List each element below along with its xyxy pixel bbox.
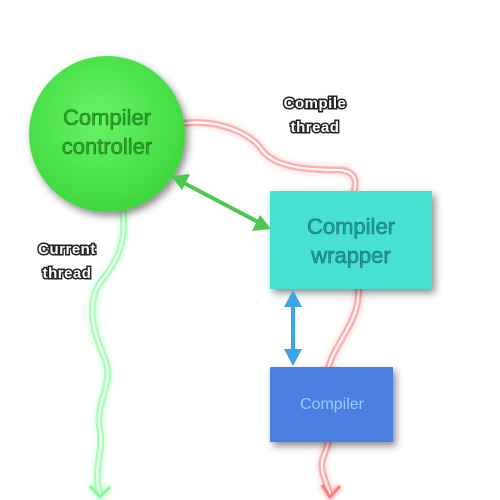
compiler-wrapper-label-line1: Compiler bbox=[307, 214, 395, 239]
compiler-wrapper-box bbox=[270, 191, 432, 289]
compiler-node: Compiler bbox=[270, 367, 393, 442]
controller-wrapper-arrowhead-start bbox=[171, 174, 190, 190]
current-thread-path-glow bbox=[88, 201, 128, 498]
compile-thread-label-line2: thread bbox=[291, 119, 340, 136]
compiler-wrapper-node: Compiler wrapper bbox=[270, 191, 432, 289]
compiler-wrapper-label-line2: wrapper bbox=[310, 243, 390, 268]
current-thread-label: Current thread bbox=[37, 240, 97, 284]
wrapper-compiler-arrowhead-end bbox=[284, 349, 302, 366]
controller-wrapper-double-arrow bbox=[171, 174, 271, 231]
current-thread-label-line2: thread bbox=[43, 265, 92, 282]
compiler-controller-label-line2: controller bbox=[62, 134, 152, 159]
compiler-box bbox=[270, 367, 393, 442]
controller-wrapper-arrow-shaft bbox=[183, 181, 259, 224]
current-thread-label-line1: Current bbox=[38, 241, 96, 258]
compile-thread-arrowhead bbox=[320, 484, 342, 500]
current-thread-line bbox=[88, 201, 128, 500]
current-thread-arrowhead bbox=[88, 484, 112, 500]
current-thread-path bbox=[91, 204, 125, 495]
compiler-controller-node: Compiler controller bbox=[29, 56, 185, 212]
compiler-controller-circle bbox=[29, 56, 185, 212]
compile-thread-label: Compile thread bbox=[282, 94, 347, 138]
compiler-controller-label-line1: Compiler bbox=[63, 105, 151, 130]
compiler-label: Compiler bbox=[300, 396, 365, 413]
wrapper-compiler-arrowhead-start bbox=[284, 290, 302, 307]
controller-wrapper-arrowhead-end bbox=[252, 215, 271, 231]
wrapper-compiler-double-arrow bbox=[284, 290, 302, 366]
compile-thread-label-line1: Compile bbox=[284, 95, 347, 112]
